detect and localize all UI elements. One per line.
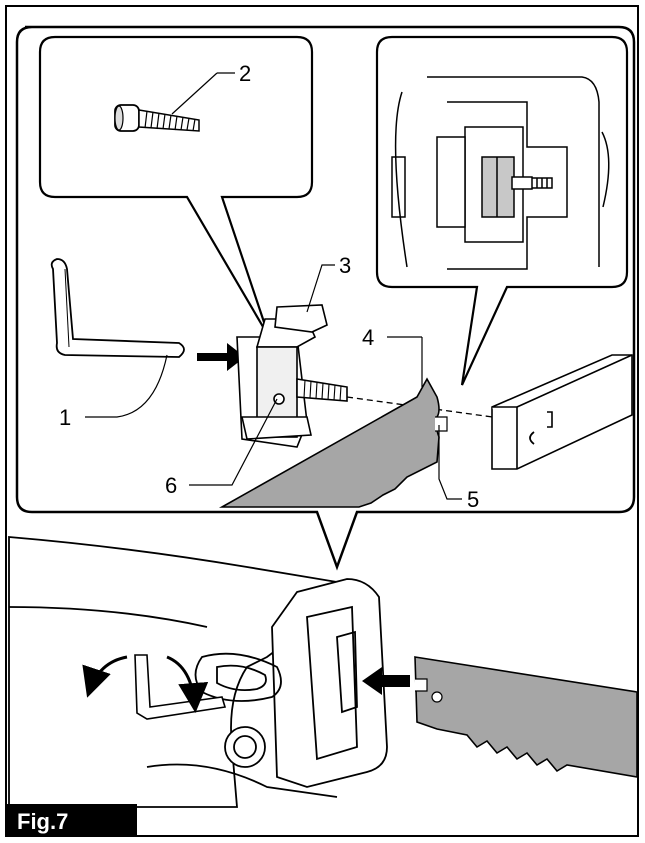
- leader-5: [438, 425, 462, 500]
- bolt-detail-bubble: [38, 35, 314, 338]
- direction-arrow-icon: [197, 343, 245, 371]
- leader-3: [306, 264, 335, 313]
- lower-saw-blade-icon: [414, 656, 637, 778]
- figure-label: Fig.7: [7, 804, 137, 835]
- callout-4: 4: [362, 325, 374, 350]
- callout-3: 3: [339, 253, 351, 278]
- insert-arrow-icon: [362, 667, 410, 695]
- figure-frame: 2 1: [5, 5, 639, 837]
- leader-6: [189, 398, 278, 486]
- leader-1: [85, 354, 168, 418]
- callout-2: 2: [239, 61, 251, 86]
- bolt-icon: [114, 104, 200, 132]
- blade-holder-bar: [491, 354, 633, 470]
- leader-2: [171, 72, 218, 115]
- rotation-arrow-icon: [82, 655, 128, 698]
- hex-wrench-icon: [50, 258, 185, 358]
- callout-5: 5: [467, 487, 479, 512]
- installed-clamp-view: [391, 76, 610, 270]
- blade-clamp-icon: [236, 304, 348, 448]
- callout-6: 6: [165, 473, 177, 498]
- tool-body: [8, 536, 388, 808]
- rotation-arrow-2-icon: [166, 655, 209, 713]
- diagram-canvas: 2 1: [8, 25, 637, 808]
- callout-1: 1: [59, 405, 71, 430]
